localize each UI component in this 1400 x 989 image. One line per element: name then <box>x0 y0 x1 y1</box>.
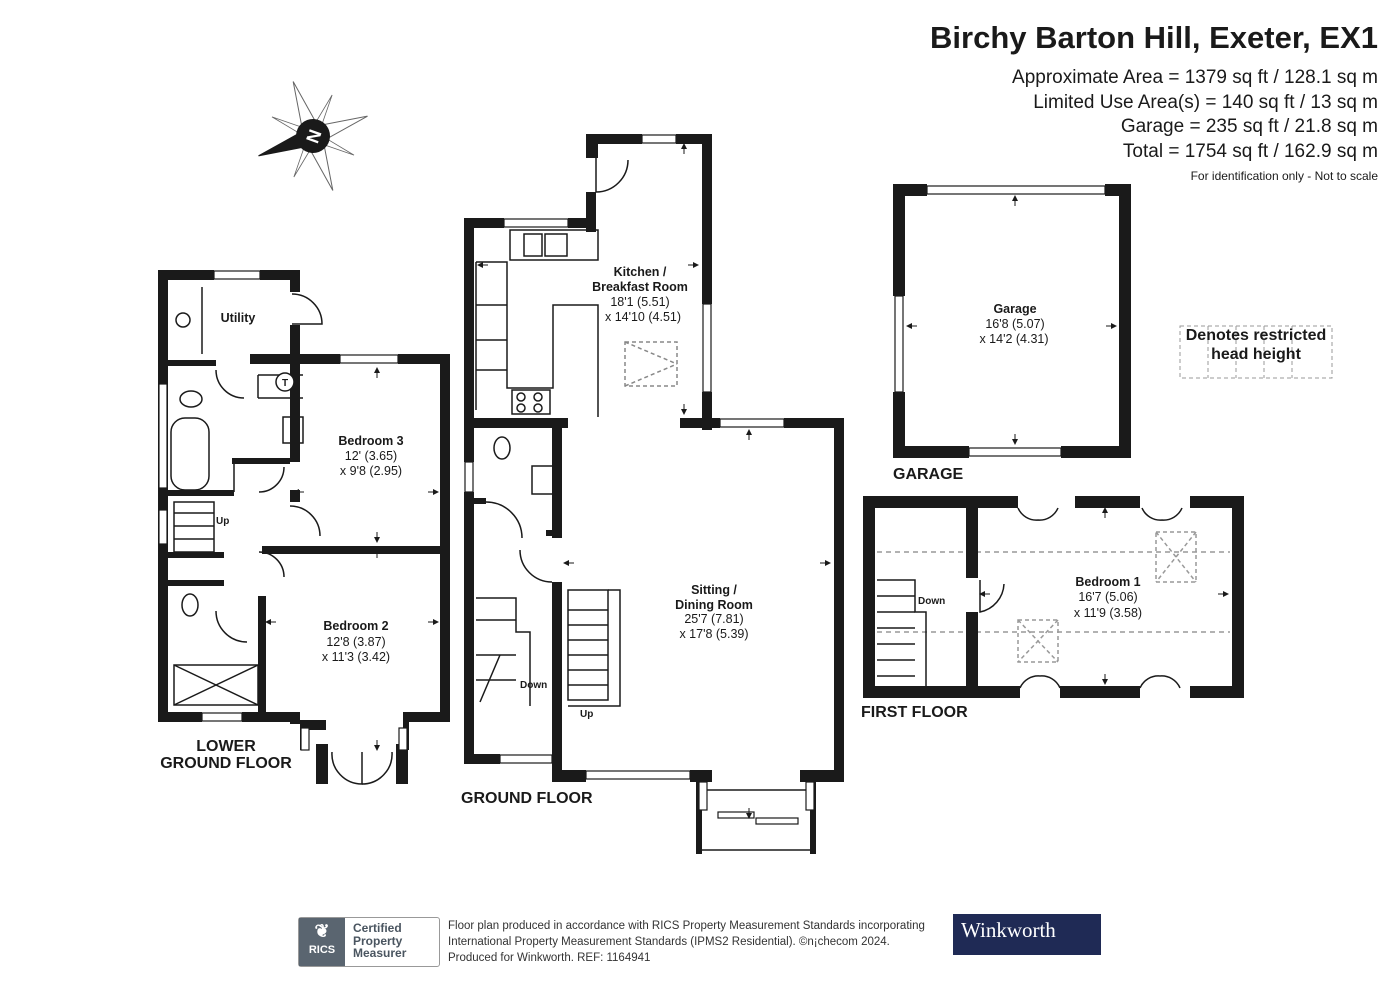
credit-line3: Produced for Winkworth. REF: 1164941 <box>448 952 651 964</box>
rics-line1: Certified <box>353 921 402 935</box>
restricted-height-legend: Denotes restricted head height <box>1176 326 1336 364</box>
sitting-dim2: x 17'8 (5.39) <box>679 627 748 641</box>
bedroom1-dim1: 16'7 (5.06) <box>1078 590 1137 604</box>
property-title: Birchy Barton Hill, Exeter, EX1 <box>930 20 1378 55</box>
cupboard-label: T <box>282 378 288 389</box>
credit-line2: International Property Measurement Stand… <box>448 936 890 948</box>
lower-floor-label-1: LOWER <box>196 738 256 755</box>
utility-label: Utility <box>221 311 256 325</box>
rics-logo: ❦ RICS <box>299 918 345 966</box>
sitting-dim1: 25'7 (7.81) <box>684 612 743 626</box>
area-total: Total = 1754 sq ft / 162.9 sq m <box>1122 140 1378 162</box>
bedroom1-name: Bedroom 1 <box>1075 575 1140 589</box>
bedroom1-dim2: x 11'9 (3.58) <box>1074 606 1142 620</box>
first-floor: Bedroom 1 16'7 (5.06) x 11'9 (3.58) Down… <box>861 496 1244 721</box>
rics-line2: Property <box>353 933 403 948</box>
sitting-name1: Sitting / <box>691 583 737 597</box>
production-credit: Floor plan produced in accordance with R… <box>448 918 925 966</box>
kitchen-dim2: x 14'10 (4.51) <box>605 310 681 324</box>
bedroom3-dim1: 12' (3.65) <box>345 449 397 463</box>
identification-note: For identification only - Not to scale <box>1190 169 1378 183</box>
compass-label: N <box>302 127 325 146</box>
winkworth-logo: Winkworth <box>953 914 1101 955</box>
lower-ground-floor: T Utility Bedroom 3 12' (3.65) x 9'8 (2.… <box>158 270 450 785</box>
restricted-height-legend-box <box>1179 325 1333 379</box>
garage-dim1: 16'8 (5.07) <box>985 317 1044 331</box>
kitchen-dim1: 18'1 (5.51) <box>610 295 669 309</box>
rics-crest-icon: ❦ <box>314 921 330 941</box>
bedroom2-dim1: 12'8 (3.87) <box>326 635 385 649</box>
sitting-name2: Dining Room <box>675 598 753 612</box>
legend-line2: head height <box>1211 346 1301 363</box>
rics-logo-text: RICS <box>308 944 336 956</box>
kitchen-name2: Breakfast Room <box>592 280 688 294</box>
area-garage: Garage = 235 sq ft / 21.8 sq m <box>1120 116 1378 137</box>
garage-floor: Garage 16'8 (5.07) x 14'2 (4.31) GARAGE <box>893 184 1131 483</box>
bedroom2-name: Bedroom 2 <box>323 619 388 633</box>
first-stairs-down-label: Down <box>918 596 945 607</box>
credit-line1: Floor plan produced in accordance with R… <box>448 920 925 932</box>
lower-floor-label-2: GROUND FLOOR <box>160 755 292 772</box>
rics-badge: ❦ RICS Certified Property Measurer <box>298 917 440 967</box>
bedroom2-dim2: x 11'3 (3.42) <box>322 650 390 664</box>
ground-floor-label: GROUND FLOOR <box>461 790 593 807</box>
lower-stairs-up-label: Up <box>216 516 229 527</box>
tank-cupboard-icon <box>275 372 295 392</box>
rics-text: Certified Property Measurer <box>353 922 406 960</box>
area-limited-use: Limited Use Area(s) = 140 sq ft / 13 sq … <box>1033 91 1378 113</box>
ground-floor: Kitchen / Breakfast Room 18'1 (5.51) x 1… <box>461 134 844 854</box>
area-approximate: Approximate Area = 1379 sq ft / 128.1 sq… <box>1012 67 1378 88</box>
rics-line3: Measurer <box>353 946 407 960</box>
compass-icon <box>258 81 368 191</box>
garage-name: Garage <box>993 302 1036 316</box>
bedroom3-name: Bedroom 3 <box>338 434 403 448</box>
area-summary: Approximate Area = 1379 sq ft / 128.1 sq… <box>1012 66 1378 164</box>
bedroom3-dim2: x 9'8 (2.95) <box>340 464 402 478</box>
garage-dim2: x 14'2 (4.31) <box>979 332 1048 346</box>
garage-floor-label: GARAGE <box>893 466 964 483</box>
ground-stairs-down-label: Down <box>520 680 547 691</box>
legend-line1: Denotes restricted <box>1185 327 1327 344</box>
kitchen-name1: Kitchen / <box>614 265 667 279</box>
ground-stairs-up-label: Up <box>580 709 593 720</box>
first-floor-label: FIRST FLOOR <box>861 704 968 721</box>
